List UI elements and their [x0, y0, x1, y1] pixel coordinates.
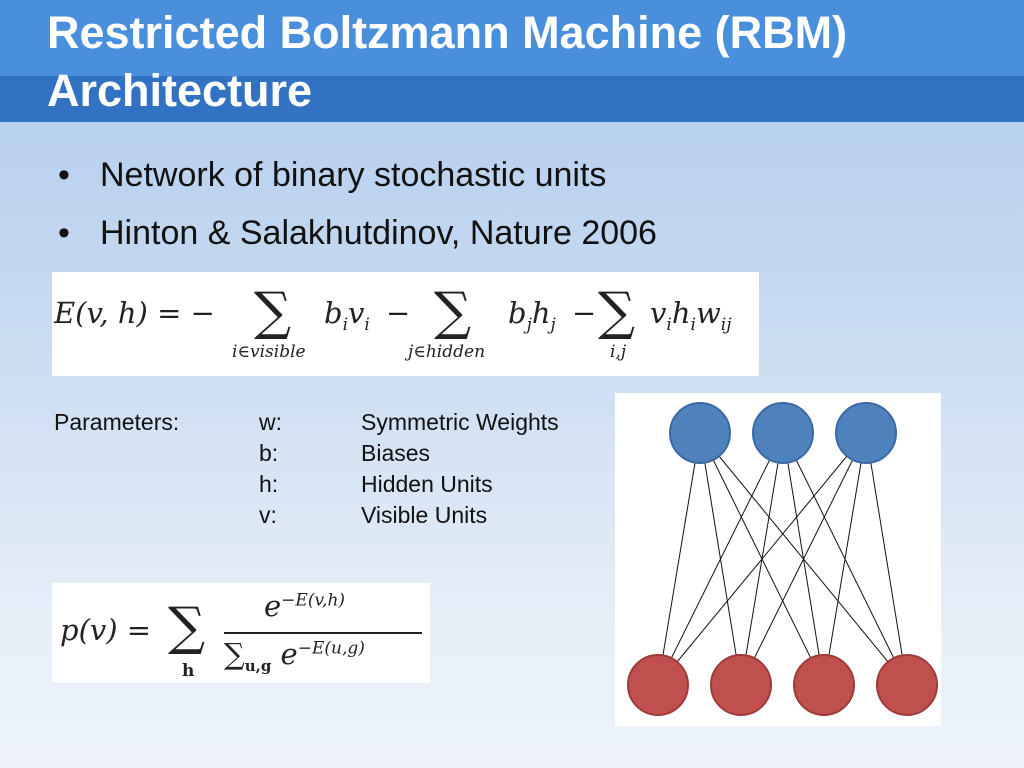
- connection-edge: [740, 432, 867, 686]
- energy-formula: E(v, h) = − ∑ i∈visible bivi − ∑ j∈hidde…: [52, 272, 759, 376]
- hidden-unit-node: [669, 402, 731, 464]
- bullet-item: • Network of binary stochastic units: [58, 150, 657, 208]
- sum-pair-sigma: ∑: [598, 282, 636, 342]
- parameter-symbol: b:: [259, 440, 279, 466]
- connection-edge: [657, 432, 867, 686]
- probability-numerator: e−E(v,h): [264, 589, 346, 623]
- parameter-symbol: w:: [259, 409, 282, 435]
- connection-edge: [823, 432, 867, 686]
- bullet-list: • Network of binary stochastic units • Hin…: [58, 150, 657, 266]
- hidden-unit-node: [752, 402, 814, 464]
- sum-visible-index: i∈visible: [232, 342, 306, 362]
- hidden-unit-node: [835, 402, 897, 464]
- connection-edge: [657, 432, 701, 686]
- title-band-bottom: [0, 76, 1024, 122]
- energy-lhs: E(v, h) = −: [54, 296, 215, 330]
- sum-hidden-index: j∈hidden: [408, 342, 486, 362]
- weight-term: vihiwij: [650, 296, 732, 335]
- connection-edge: [657, 432, 784, 686]
- minus-sign: −: [572, 296, 597, 330]
- bullet-text: Hinton & Salakhutdinov, Nature 2006: [100, 214, 657, 252]
- visible-unit-node: [876, 654, 938, 716]
- parameters-label: Parameters:: [54, 409, 180, 435]
- slide-title: Restricted Boltzmann Machine (RBM) Archi…: [47, 7, 848, 116]
- parameter-meaning: Symmetric Weights: [361, 409, 559, 435]
- probability-sum-index: h: [182, 661, 195, 681]
- probability-sigma: ∑: [168, 597, 206, 657]
- fraction-bar: [224, 632, 422, 634]
- bullet-icon: •: [58, 214, 70, 252]
- rbm-diagram: [615, 393, 941, 726]
- minus-sign: −: [386, 296, 411, 330]
- probability-denominator: ∑u,g e−E(u,g): [224, 637, 365, 675]
- visible-bias-term: bivi: [324, 296, 370, 335]
- probability-lhs: p(v) =: [60, 613, 152, 647]
- visible-unit-node: [710, 654, 772, 716]
- sum-visible-sigma: ∑: [254, 282, 292, 342]
- rbm-network-graph: [627, 402, 938, 716]
- hidden-bias-term: bjhj: [508, 296, 556, 335]
- bullet-item: • Hinton & Salakhutdinov, Nature 2006: [58, 208, 657, 266]
- parameter-meaning: Visible Units: [361, 502, 488, 528]
- bullet-text: Network of binary stochastic units: [100, 156, 607, 194]
- parameter-meaning: Hidden Units: [361, 471, 493, 497]
- probability-formula: p(v) = ∑ h e−E(v,h) ∑u,g e−E(u,g): [52, 583, 430, 683]
- connection-edge: [865, 432, 908, 686]
- title-band-top: [0, 0, 1024, 76]
- parameter-meaning: Biases: [361, 440, 431, 466]
- parameter-symbol: h:: [259, 471, 279, 497]
- title-bar: Restricted Boltzmann Machine (RBM) Archi…: [0, 0, 1024, 122]
- visible-unit-node: [793, 654, 855, 716]
- sum-pair-index: i,j: [610, 342, 627, 362]
- sum-hidden-sigma: ∑: [434, 282, 472, 342]
- bullet-icon: •: [58, 156, 70, 194]
- parameter-symbol: v:: [259, 502, 277, 528]
- visible-unit-node: [627, 654, 689, 716]
